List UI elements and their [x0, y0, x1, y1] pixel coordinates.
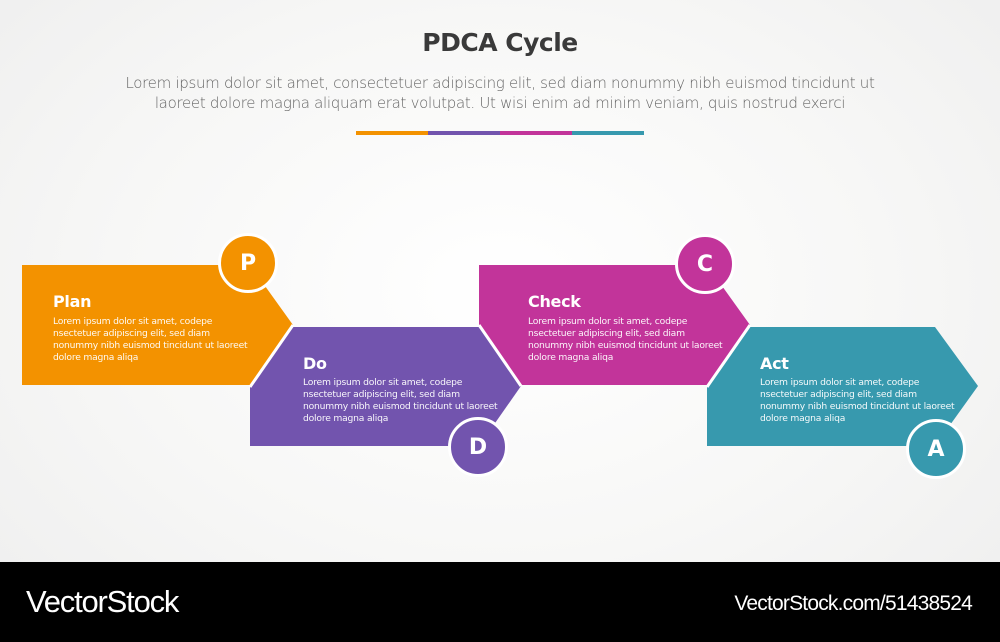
plan-shape	[22, 265, 293, 385]
act-letter: A	[927, 436, 945, 462]
do-badge: D	[448, 417, 508, 477]
act-description: Lorem ipsum dolor sit amet, codepe nsect…	[760, 377, 955, 424]
divider-segment-plan	[356, 131, 428, 135]
image-id-link[interactable]: VectorStock.com/51438524	[734, 592, 972, 615]
plan-letter: P	[239, 250, 257, 276]
act-shape	[707, 327, 978, 446]
check-title: Check	[528, 292, 581, 311]
watermark-footer: VectorStock VectorStock.com/51438524	[0, 562, 1000, 642]
divider-segment-act	[572, 131, 644, 135]
divider-segment-do	[428, 131, 500, 135]
divider-segment-check	[500, 131, 572, 135]
subtitle-line-1: Lorem ipsum dolor sit amet, consectetuer…	[125, 74, 875, 92]
check-badge: C	[675, 234, 735, 294]
subtitle-line-2: laoreet dolore magna aliquam erat volutp…	[154, 94, 846, 112]
pdca-shapes	[22, 265, 978, 446]
check-description: Lorem ipsum dolor sit amet, codepe nsect…	[528, 316, 723, 363]
vectorstock-logo: VectorStock	[26, 584, 179, 619]
page-subtitle: Lorem ipsum dolor sit amet, consectetuer…	[60, 73, 940, 113]
plan-badge: P	[218, 233, 278, 293]
act-badge: A	[906, 419, 966, 479]
do-shape	[250, 327, 521, 446]
check-shape	[479, 265, 750, 385]
act-title: Act	[760, 354, 789, 373]
do-title: Do	[303, 354, 327, 373]
page-title: PDCA Cycle	[422, 28, 578, 57]
plan-description: Lorem ipsum dolor sit amet, codepe nsect…	[53, 316, 248, 363]
color-divider	[356, 131, 644, 135]
plan-title: Plan	[53, 292, 92, 311]
check-letter: C	[696, 251, 714, 277]
do-description: Lorem ipsum dolor sit amet, codepe nsect…	[303, 377, 498, 424]
do-letter: D	[468, 434, 488, 460]
